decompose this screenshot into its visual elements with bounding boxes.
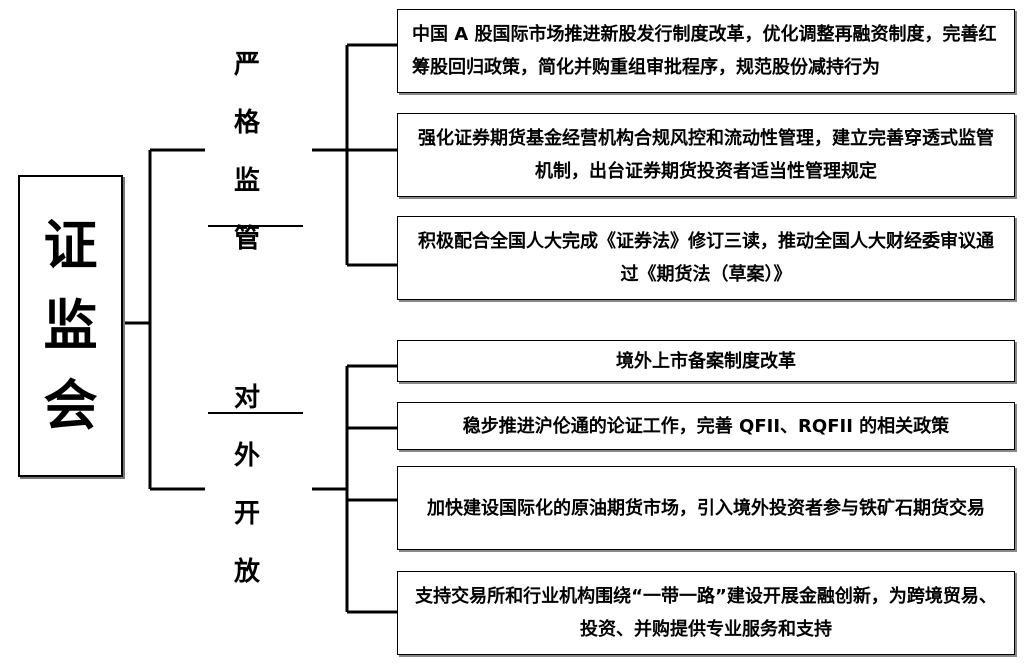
root-char-1: 证 [43,214,98,277]
leaf-item: 稳步推进沪伦通的论证工作，完善 QFII、RQFII 的相关政策 [397,402,1015,450]
category-overline-opening-up [208,412,303,414]
leaf-item: 中国 A 股国际市场推进新股发行制度改革，优化调整再融资制度，完善红筹股回归政策… [397,9,1015,93]
leaf-item: 加快建设国际化的原油期货市场，引入境外投资者参与铁矿石期货交易 [397,466,1015,550]
category-strict-supervision: 严 格 监 管 [208,50,298,254]
category-opening-up: 对 外 开 放 [208,383,298,587]
leaf-item: 强化证券期货基金经营机构合规风控和流动性管理，建立完善穿透式监管机制，出台证券期… [397,113,1015,197]
category-label-strict-supervision: 严 格 监 管 [233,50,272,254]
category-label-opening-up: 对 外 开 放 [233,383,272,587]
root-char-3: 会 [43,374,98,437]
root-char-2: 监 [43,294,98,357]
category-underline-strict-supervision [208,225,303,227]
leaf-item: 积极配合全国人大完成《证券法》修订三读，推动全国人大财经委审议通过《期货法（草案… [397,216,1015,300]
root-node-csrc: 证 监 会 [18,175,123,477]
leaf-item: 境外上市备案制度改革 [397,340,1015,382]
leaf-item: 支持交易所和行业机构围绕“一带一路”建设开展金融创新，为跨境贸易、投资、并购提供… [397,571,1015,655]
